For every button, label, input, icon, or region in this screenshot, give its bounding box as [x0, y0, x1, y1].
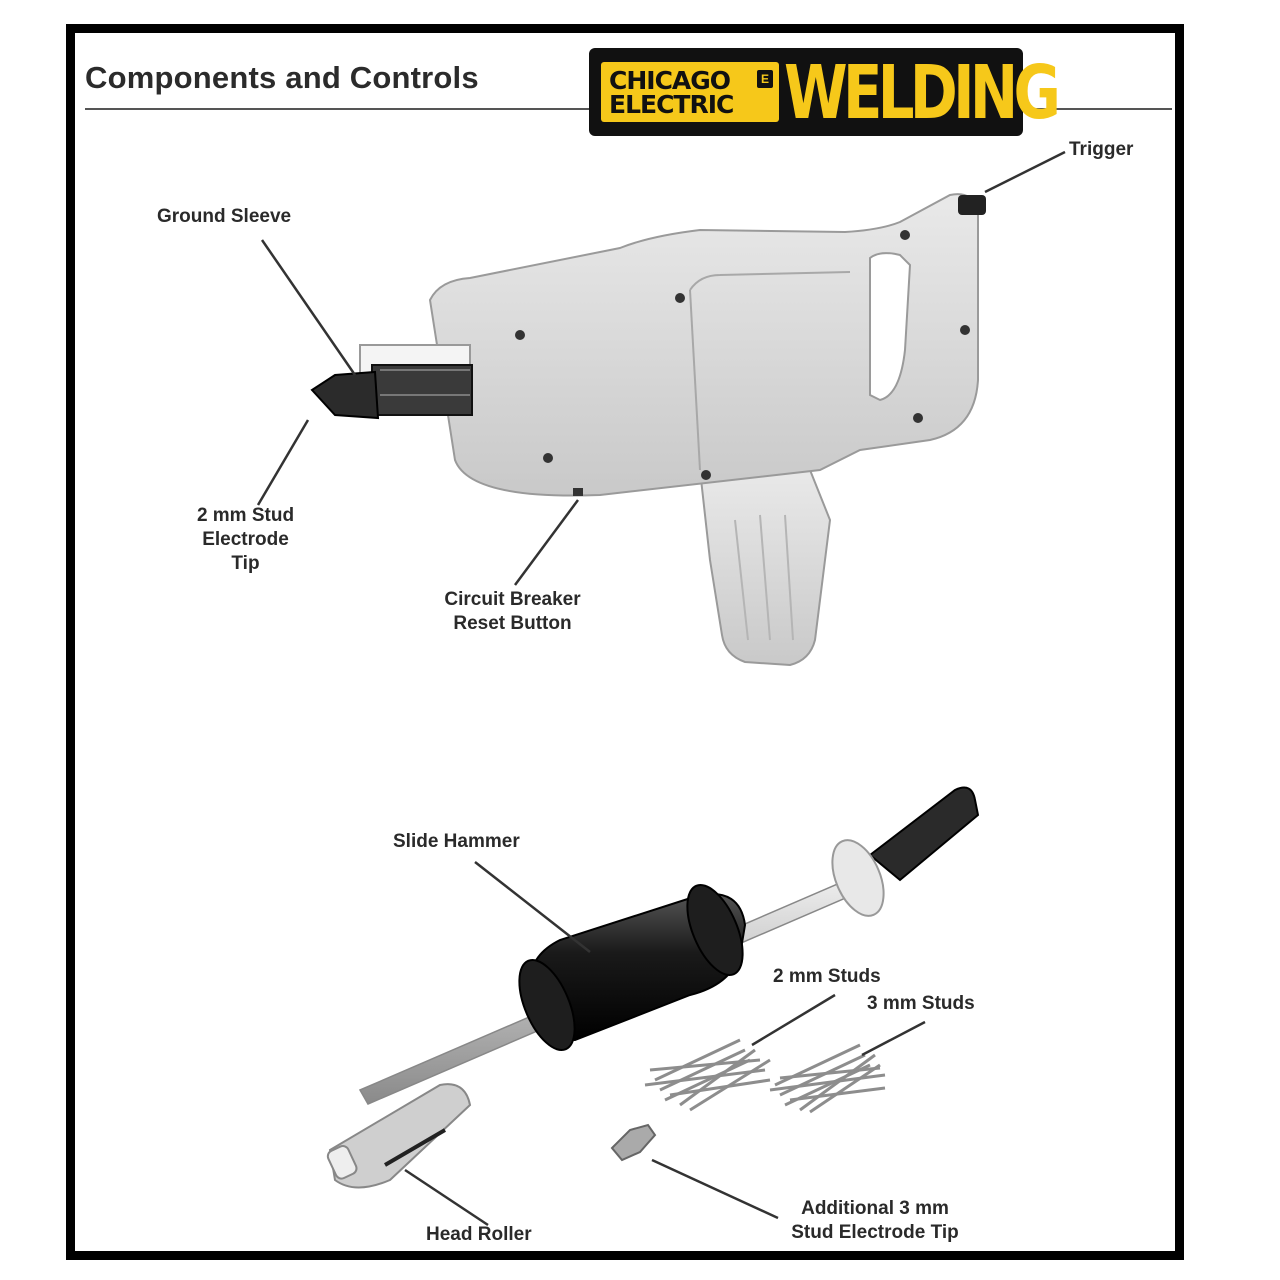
label-extra-tip-line2: Stud Electrode Tip [791, 1222, 959, 1243]
studs-3mm-bundle [769, 1043, 886, 1114]
stud-welder-gun [310, 193, 986, 667]
brand-word: WELDING [784, 50, 1061, 136]
gun-reset-button [573, 488, 583, 496]
label-breaker-line1: Circuit Breaker [444, 589, 581, 610]
gun-housing [428, 193, 979, 497]
leader-stud-tip [256, 419, 310, 506]
gun-trigger [958, 195, 986, 215]
leader-slide-hammer [474, 861, 591, 953]
title-rule-left [85, 108, 590, 110]
studs-2mm-bundle [644, 1038, 771, 1112]
head-roller [328, 1083, 472, 1189]
label-studs-2mm: 2 mm Studs [773, 966, 881, 987]
gun-ground-sleeve [371, 364, 473, 416]
brand-line2: ELECTRIC [609, 90, 734, 119]
label-extra-tip: Additional 3 mm Stud Electrode Tip [775, 1197, 975, 1245]
brand-logo-badge: CHICAGO ELECTRIC E [601, 62, 779, 122]
additional-electrode-tip [610, 1123, 657, 1162]
label-extra-tip-line1: Additional 3 mm [801, 1198, 949, 1219]
label-ground-sleeve: Ground Sleeve [157, 206, 292, 227]
leader-studs-3mm [861, 1020, 926, 1057]
gun-electrode-tip [310, 370, 380, 420]
label-breaker-line2: Reset Button [453, 613, 572, 634]
label-stud-tip-line2: Electrode [202, 529, 289, 550]
label-trigger: Trigger [1069, 139, 1134, 160]
label-head-roller: Head Roller [426, 1224, 532, 1245]
slide-hammer-handle [868, 786, 980, 882]
gun-handle-opening [869, 252, 912, 402]
leader-lines [256, 150, 1066, 1227]
title-rule-right [1022, 108, 1172, 110]
label-stud-tip-line3: Tip [231, 553, 260, 574]
leader-studs-2mm [751, 993, 836, 1047]
label-slide-hammer: Slide Hammer [393, 831, 520, 852]
page-frame [66, 24, 1184, 1260]
brand-line1: CHICAGO [609, 66, 731, 95]
slide-hammer-stop [831, 839, 885, 917]
leader-ground-sleeve [260, 239, 357, 376]
slide-hammer-assembly [326, 786, 980, 1189]
leader-trigger [984, 150, 1066, 194]
leader-breaker [513, 499, 580, 586]
leader-extra-tip [651, 1158, 779, 1220]
label-stud-tip: 2 mm Stud Electrode Tip [178, 504, 313, 576]
brand-logo: CHICAGO ELECTRIC E WELDING [589, 48, 1061, 136]
label-stud-tip-line1: 2 mm Stud [196, 505, 295, 526]
label-studs-3mm: 3 mm Studs [867, 993, 975, 1014]
page-title: Components and Controls [85, 60, 479, 95]
leader-head-roller [404, 1168, 489, 1227]
brand-mark-icon: E [757, 70, 773, 88]
label-circuit-breaker: Circuit Breaker Reset Button [430, 588, 595, 636]
